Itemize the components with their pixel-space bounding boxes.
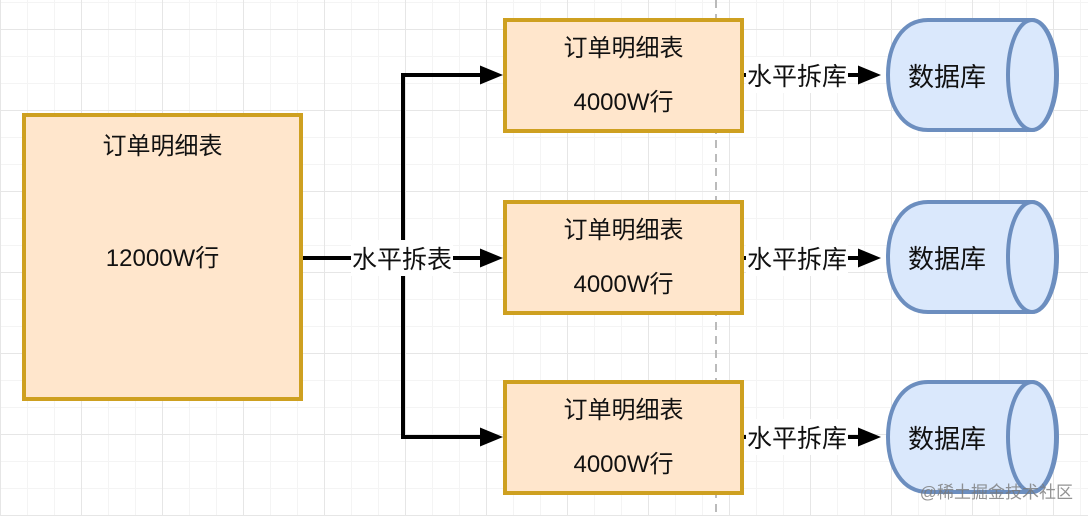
- arrowhead-icon: [858, 248, 881, 268]
- database-label: 数据库: [907, 61, 986, 92]
- database-cylinder-icon: [886, 18, 1059, 132]
- node-rows: 12000W行: [105, 245, 220, 272]
- node-rows: 4000W行: [573, 451, 674, 478]
- database-label: 数据库: [907, 423, 986, 454]
- shard-table-node: 订单明细表 4000W行: [503, 200, 744, 315]
- split-db-label: 水平拆库: [745, 240, 849, 276]
- node-title: 订单明细表: [563, 35, 684, 62]
- arrowhead-icon: [480, 427, 503, 447]
- split-db-label: 水平拆库: [745, 57, 849, 93]
- shard-table-node: 订单明细表 4000W行: [503, 18, 744, 133]
- watermark: @稀土掘金技术社区: [919, 483, 1073, 502]
- split-db-label: 水平拆库: [745, 419, 849, 455]
- arrowhead-icon: [480, 248, 503, 268]
- database-label: 数据库: [907, 243, 986, 274]
- arrowhead-icon: [858, 427, 881, 447]
- shard-table-node: 订单明细表 4000W行: [503, 380, 744, 495]
- node-title: 订单明细表: [563, 397, 684, 424]
- arrowhead-icon: [858, 65, 881, 85]
- node-rows: 4000W行: [573, 271, 674, 298]
- source-table-node: 订单明细表 12000W行: [22, 113, 303, 401]
- database-cylinder-icon: [886, 200, 1059, 314]
- database-cylinder-icon: [886, 380, 1059, 494]
- node-title: 订单明细表: [102, 133, 223, 160]
- arrowhead-icon: [480, 65, 503, 85]
- split-table-label: 水平拆表: [350, 240, 454, 276]
- node-rows: 4000W行: [573, 89, 674, 116]
- node-title: 订单明细表: [563, 217, 684, 244]
